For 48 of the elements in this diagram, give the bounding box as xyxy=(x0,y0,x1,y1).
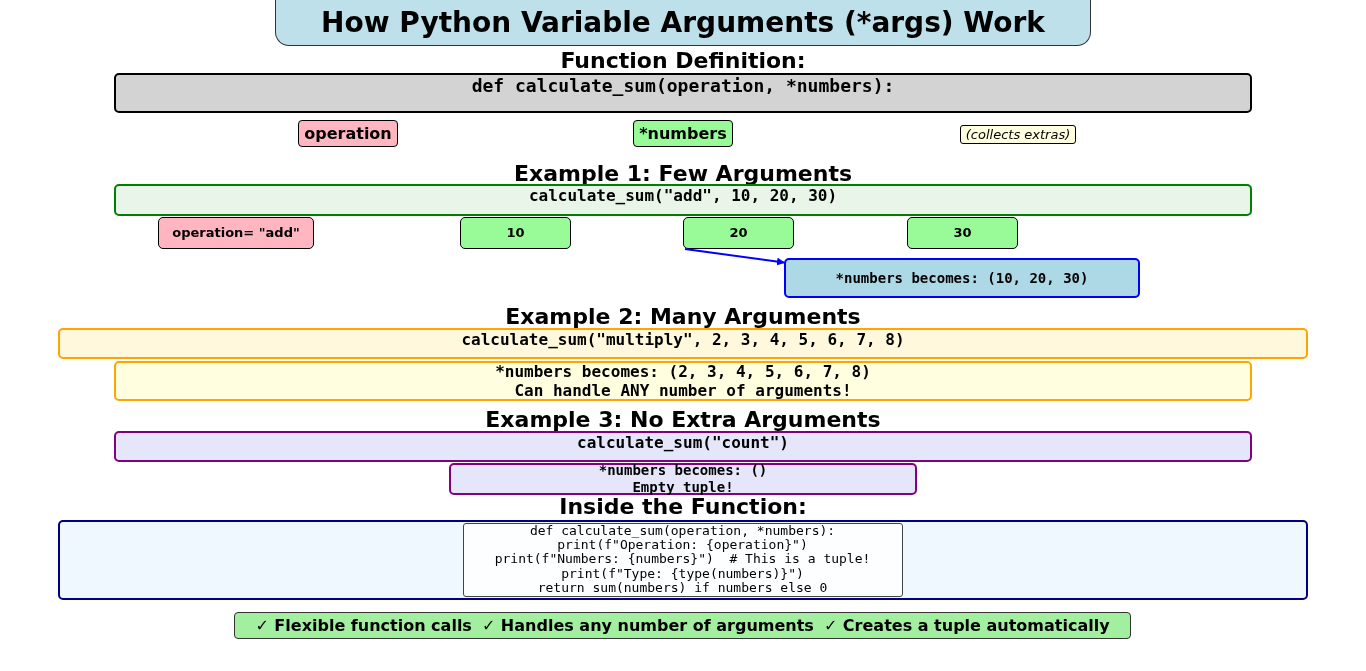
argument-box xyxy=(907,217,1018,249)
code-line: def calculate_sum(operation, *numbers): xyxy=(529,523,836,539)
code-line: return sum(numbers) if numbers else 0 xyxy=(537,580,828,596)
result-box xyxy=(449,463,917,495)
node-text: *numbers becomes: (2, 3, 4, 5, 6, 7, 8) xyxy=(495,361,871,381)
node-text: calculate_sum("multiply", 2, 3, 4, 5, 6, 7, 8) xyxy=(461,330,905,350)
call-box xyxy=(58,328,1308,359)
box-shape xyxy=(58,520,1308,600)
result-box xyxy=(784,258,1140,298)
node-text: operation= "add" xyxy=(172,225,300,241)
node-text: Empty tuple! xyxy=(632,479,734,496)
node-text: 30 xyxy=(953,225,972,241)
node-text: Can handle ANY number of arguments! xyxy=(514,381,852,401)
argument-box xyxy=(460,217,571,249)
node-text: 20 xyxy=(729,225,748,241)
code-line: print(f"Operation: {operation}") xyxy=(557,538,808,553)
node-text: 10 xyxy=(506,225,525,241)
node-text: ✓ Creates a tuple automatically xyxy=(823,615,1110,636)
arrow xyxy=(684,248,785,266)
code-box xyxy=(462,522,903,597)
parameter-tag xyxy=(633,120,733,147)
node-text: operation xyxy=(304,123,392,144)
section-heading: Example 1: Few Arguments xyxy=(513,161,853,187)
argument-box xyxy=(683,217,794,249)
parameter-tag xyxy=(298,120,398,147)
code-line: print(f"Numbers: {numbers}") # This is a tuple! xyxy=(494,552,871,567)
call-box xyxy=(114,431,1252,462)
node-text: *numbers xyxy=(639,123,727,144)
title-banner: How Python Variable Arguments (*args) Work xyxy=(275,0,1091,46)
node-text: ✓ Flexible function calls xyxy=(255,615,472,636)
code-line: print(f"Type: {type(numbers)}") xyxy=(561,566,804,581)
node-text: calculate_sum("add", 10, 20, 30) xyxy=(528,186,838,206)
node-text: *numbers becomes: () xyxy=(598,462,768,479)
section-heading: Example 2: Many Arguments xyxy=(505,304,861,330)
result-box xyxy=(114,361,1252,401)
node-text: calculate_sum("count") xyxy=(577,433,789,453)
node-text: *numbers becomes: (10, 20, 30) xyxy=(835,269,1089,287)
section-heading: Inside the Function: xyxy=(559,494,807,520)
section-heading: Example 3: No Extra Arguments xyxy=(485,407,881,433)
node-text: (collects extras) xyxy=(965,126,1071,143)
note-tag xyxy=(960,125,1076,144)
call-box xyxy=(114,184,1252,216)
summary-banner xyxy=(234,612,1131,639)
argument-box xyxy=(158,217,314,249)
node-text: def calculate_sum(operation, *numbers): xyxy=(471,75,895,97)
definition-box xyxy=(114,73,1252,113)
node-text: ✓ Handles any number of arguments xyxy=(481,615,814,636)
section-heading: Function Definition: xyxy=(560,48,806,74)
